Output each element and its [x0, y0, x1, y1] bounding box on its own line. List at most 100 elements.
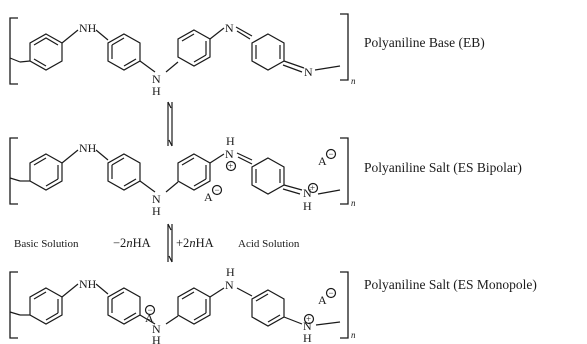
plus-sign-2-bipolar: +	[310, 183, 315, 193]
plus-sign-1-bipolar: +	[228, 161, 233, 171]
n-label-nplus-bipolar: N	[225, 147, 234, 161]
bracket-right-monopole	[340, 271, 349, 339]
ring-2-monopole	[107, 287, 141, 325]
bond-n-ring3-eb	[165, 61, 179, 73]
minus-n: n	[126, 236, 132, 250]
h-label-central-eb: H	[152, 84, 161, 98]
end-bond-right-bipolar	[317, 189, 341, 195]
n-label-end-eb: N	[304, 65, 313, 79]
minus-circle-1-bipolar	[211, 184, 223, 196]
quinoid-bond-b-bipolar	[282, 188, 301, 195]
bond-ring2-n-monopole	[139, 314, 156, 325]
h-label-end-bipolar: H	[303, 199, 312, 213]
structure-es-bipolar: NH N H H N + N H + n A − A	[9, 134, 356, 218]
bond-nh-ring2-bipolar	[95, 149, 109, 161]
ring-3-bipolar-inner	[181, 157, 195, 166]
ring-1-eb	[29, 33, 63, 71]
repeat-n-monopole: n	[351, 330, 356, 340]
bond-ring1-nh-monopole	[61, 283, 79, 298]
minus-ha: HA	[133, 236, 151, 250]
bond-ring3-nplus-bipolar	[209, 153, 225, 164]
minus-sign-1-bipolar: −	[215, 185, 220, 195]
end-bond-eb	[9, 57, 21, 63]
label-es-monopole: Polyaniline Salt (ES Monopole)	[364, 277, 537, 292]
n-label-end-monopole: N	[303, 319, 312, 333]
bond-nh-ring2-eb	[95, 29, 109, 41]
bipolar-bond-b	[237, 156, 253, 165]
bond-ring2-n-bipolar	[139, 180, 156, 193]
minus-sign-2-monopole: −	[329, 288, 334, 298]
ring-3-monopole-inner2	[193, 312, 207, 321]
ring-4-monopole	[251, 289, 285, 327]
n-label-end-bipolar: N	[303, 186, 312, 200]
nh-label-1-monopole: NH	[79, 277, 97, 291]
repeat-n-bipolar: n	[351, 198, 356, 208]
ring-2-bipolar	[107, 153, 141, 191]
plus-2nha-label: +2nHA	[176, 236, 214, 250]
ring-1-eb-inner	[33, 37, 59, 46]
equilibrium-arrow-2	[167, 223, 173, 263]
bond-ring3-n-eb	[209, 27, 225, 40]
minus-circle-2-bipolar	[325, 148, 337, 160]
ring-3-eb-inner	[181, 33, 195, 42]
ring-3-eb	[177, 29, 211, 67]
end-bond-right-monopole	[315, 321, 341, 326]
bracket-right-eb	[340, 13, 349, 81]
minus-sign-1-monopole: −	[148, 305, 153, 315]
quinoid-bond-a-bipolar	[283, 184, 303, 191]
bond-n-ring3-monopole	[165, 315, 179, 325]
bracket-right-bipolar	[340, 137, 349, 205]
ring-1-monopole-inner2	[45, 312, 59, 321]
ring-2-bipolar-inner	[111, 157, 125, 166]
minus-2nha-label: −2nHA	[113, 236, 151, 250]
ring-1-monopole	[29, 287, 63, 325]
repeat-n-eb: n	[351, 76, 356, 86]
end-bond-monopole	[9, 311, 21, 316]
bond-n-ring4-monopole	[236, 287, 253, 297]
ring-4-monopole-inner	[255, 293, 269, 302]
anion-2-monopole: A	[318, 293, 327, 307]
plus-n: n	[189, 236, 195, 250]
ring-2-monopole-inner	[111, 291, 125, 300]
structure-eb: NH N H N N n	[9, 13, 356, 98]
n-label-top-monopole: N	[225, 278, 234, 292]
end-bond-bipolar	[9, 177, 21, 182]
quinoid-ring-bipolar	[251, 157, 285, 195]
ring-1-eb-left	[19, 60, 31, 63]
anion-1-monopole: A	[145, 311, 154, 325]
ring-4-monopole-inner2	[267, 314, 281, 323]
ring-2-bipolar-inner2	[123, 178, 137, 187]
nh-label-1-bipolar: NH	[79, 141, 97, 155]
bond-ring4-nplus-monopole	[283, 316, 303, 325]
minus-circle-1-monopole	[144, 304, 156, 316]
ring-1-bipolar	[29, 153, 63, 191]
imine-bond-b-eb	[236, 30, 251, 40]
h-label-end-monopole: H	[303, 331, 312, 344]
bracket-left-monopole	[9, 271, 18, 339]
h-label-top-monopole: H	[226, 265, 235, 279]
ring-3-eb-inner2	[193, 54, 207, 63]
minus-circle-2-monopole	[325, 287, 337, 299]
n-label-central-monopole: N	[152, 322, 161, 336]
bipolar-bond-a	[236, 152, 253, 161]
bond-ring3-nh-monopole	[209, 287, 225, 298]
h-label-central-bipolar: H	[152, 204, 161, 218]
bracket-left-eb	[9, 17, 18, 85]
minus-coef: −2	[113, 236, 126, 250]
bond-nh-ring2-monopole	[95, 283, 109, 295]
label-es-bipolar: Polyaniline Salt (ES Bipolar)	[364, 160, 522, 175]
bond-n-ring3-bipolar	[165, 181, 179, 193]
ring-2-eb-inner	[111, 37, 125, 46]
plus-coef: +2	[176, 236, 189, 250]
anion-1-bipolar: A	[204, 190, 213, 204]
anion-2-bipolar: A	[318, 154, 327, 168]
plus-ha: HA	[196, 236, 214, 250]
ring-3-bipolar	[177, 153, 211, 191]
minus-sign-2-bipolar: −	[329, 149, 334, 159]
quinoid-ring-eb	[251, 33, 285, 71]
equilibrium-arrow-1	[167, 101, 173, 147]
plus-sign-monopole: +	[306, 314, 311, 324]
ring-3-monopole	[177, 287, 211, 325]
ring-2-eb	[107, 33, 141, 71]
